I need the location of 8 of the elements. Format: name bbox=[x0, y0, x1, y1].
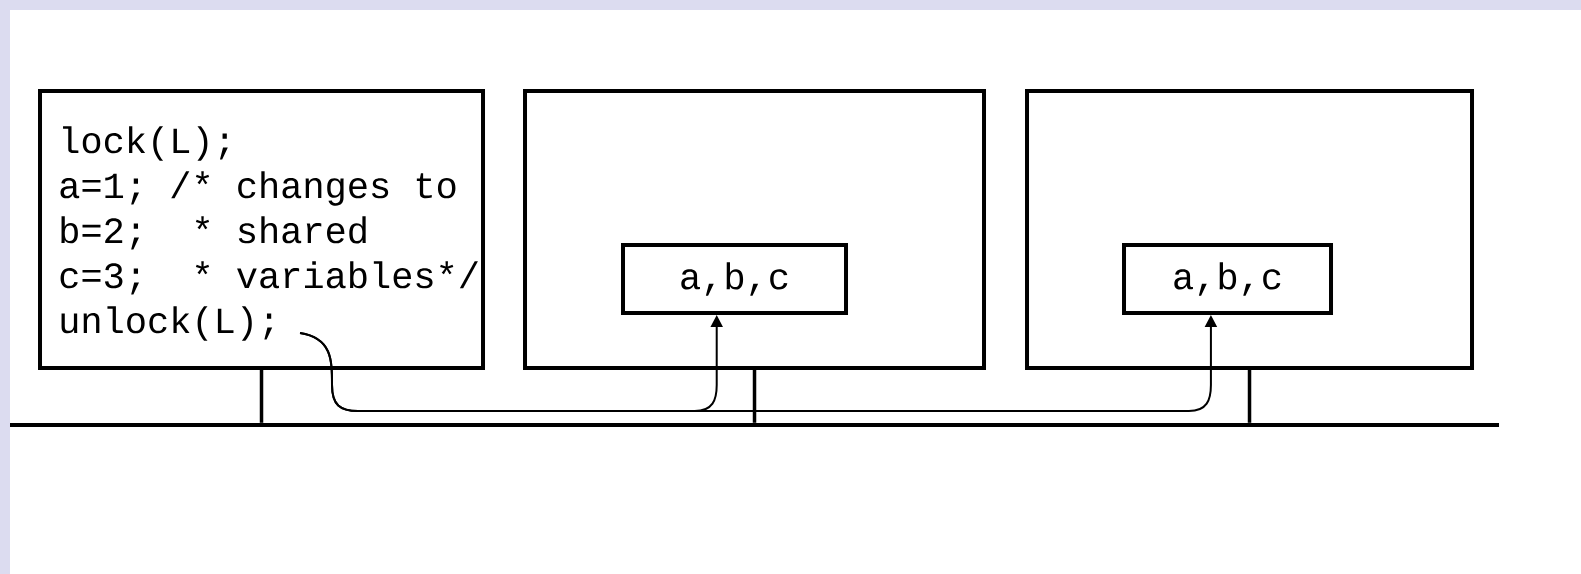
variable-box: a,b,c bbox=[1122, 243, 1333, 315]
variable-box: a,b,c bbox=[621, 243, 848, 315]
processor-box bbox=[523, 89, 986, 370]
bus-connector bbox=[752, 370, 757, 423]
processor-box bbox=[1025, 89, 1474, 370]
code-box: lock(L); a=1; /* changes to b=2; * shared c=3; * variables*/ unlock(L); bbox=[38, 89, 485, 370]
bus-connector bbox=[1247, 370, 1252, 423]
bus-connector bbox=[259, 370, 264, 423]
